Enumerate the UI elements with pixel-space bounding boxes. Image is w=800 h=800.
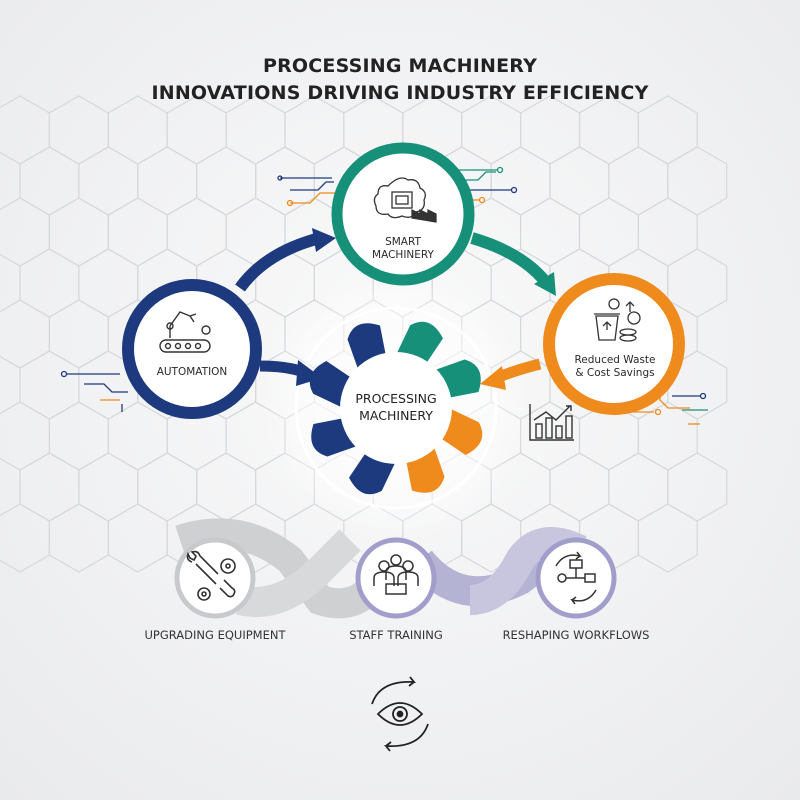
background-hexagon: [78, 146, 139, 216]
staff-training-node: [355, 537, 437, 619]
center-label-line-1: PROCESSING: [355, 391, 437, 406]
background-hexagon: [48, 197, 109, 267]
background-hexagon: [19, 452, 80, 522]
background-hexagon: [48, 95, 109, 165]
smart-machinery-node: [331, 142, 475, 286]
wrench-gears-icon: [186, 550, 236, 601]
arrow-head-4: [480, 366, 506, 390]
upgrading-equipment-node: [174, 537, 256, 619]
smart-label-line-1: SMART: [385, 236, 421, 248]
smart-label-line-2: MACHINERY: [372, 249, 434, 261]
background-hexagon: [667, 146, 728, 216]
center-label-line-2: MACHINERY: [359, 408, 433, 423]
reduced-waste-node: [543, 273, 685, 415]
background-hexagon: [0, 197, 51, 267]
arrow-automation-to-smart: [235, 232, 322, 292]
background-hexagon: [608, 452, 669, 522]
background-hexagon: [166, 95, 227, 165]
background-hexagon: [519, 95, 581, 165]
automation-node: [122, 279, 262, 419]
arrow-smart-to-reduced: [470, 232, 549, 285]
background-hexagon: [78, 248, 139, 318]
background-hexagon: [196, 452, 257, 522]
recycle-bin-coins-icon: [594, 298, 641, 342]
background-hexagon: [19, 146, 80, 216]
background-hexagon: [667, 452, 728, 522]
background-hexagon: [48, 299, 109, 369]
background-hexagon: [578, 95, 639, 165]
arrow-head-2: [534, 272, 556, 296]
background-hexagon: [608, 146, 669, 216]
title-line-2: INNOVATIONS DRIVING INDUSTRY EFFICIENCY: [151, 82, 649, 104]
background-hexagon: [137, 452, 198, 522]
background-hexagon: [19, 350, 80, 420]
background-hexagon: [196, 146, 257, 216]
reduced-label-line-2: & Cost Savings: [575, 367, 655, 379]
background-hexagon: [549, 452, 610, 522]
reshaping-workflows-label: RESHAPING WORKFLOWS: [502, 628, 650, 642]
smart-machinery-label: SMART MACHINERY: [353, 236, 453, 262]
background-hexagon: [19, 248, 80, 318]
reduced-waste-label: Reduced Waste & Cost Savings: [559, 354, 671, 380]
robot-arm-conveyor-icon: [159, 311, 211, 353]
eye-cycle-icon: [371, 676, 429, 752]
background-hexagon: [48, 503, 109, 573]
background-hexagon: [78, 452, 139, 522]
background-hexagon: [637, 95, 698, 165]
background-hexagon: [461, 95, 522, 165]
arrow-head-1: [312, 228, 336, 252]
bar-chart-icon: [529, 404, 574, 441]
team-icon: [373, 554, 419, 595]
automation-label: AUTOMATION: [156, 366, 228, 378]
workflow-cycle-icon: [555, 551, 597, 605]
background-hexagon: [549, 146, 610, 216]
background-hexagon: [667, 248, 728, 318]
background-hexagon: [490, 146, 551, 216]
background-hexagon: [107, 95, 168, 165]
title-line-1: PROCESSING MACHINERY: [262, 55, 538, 77]
background-hexagon: [637, 197, 698, 267]
gear-icon: [309, 321, 483, 495]
center-label: PROCESSING MACHINERY: [336, 390, 456, 424]
background-hexagon: [48, 401, 109, 471]
upgrading-equipment-label: UPGRADING EQUIPMENT: [144, 628, 286, 642]
reduced-label-line-1: Reduced Waste: [574, 354, 656, 366]
staff-training-label: STAFF TRAINING: [349, 628, 443, 642]
background-hexagon: [0, 95, 51, 165]
center-ring: [294, 306, 498, 510]
background-hexagon: [519, 197, 581, 267]
background-hexagon: [107, 197, 168, 267]
background-hexagon: [225, 95, 286, 165]
background-hexagon: [166, 197, 227, 267]
background-hexagon: [0, 401, 51, 471]
circuit-lines-left-top: [277, 175, 336, 207]
background-hexagon: [284, 95, 345, 165]
background-hexagon: [137, 146, 198, 216]
reshaping-workflows-node: [535, 537, 617, 619]
background-hexagon: [107, 503, 168, 573]
circuit-lines-left: [60, 370, 128, 412]
background-hexagon: [255, 146, 315, 216]
brain-chip-factory-icon: [373, 177, 437, 223]
background-hexagon: [637, 503, 698, 573]
gear-center: [340, 352, 452, 464]
background-hexagon: [0, 299, 51, 369]
background-hexagon: [578, 197, 639, 267]
background-hexagon: [107, 401, 168, 471]
background-hexagon: [0, 503, 51, 573]
